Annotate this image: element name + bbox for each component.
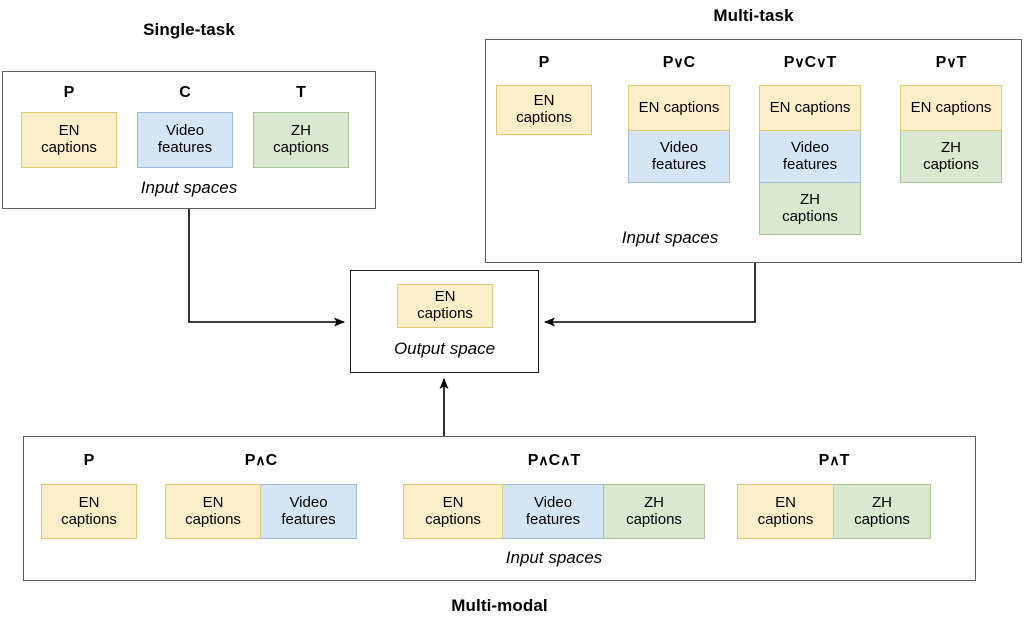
or-operator-icon: ∨ <box>946 54 957 70</box>
multi-modal-pct-chip-en-captions: EN captions <box>403 484 503 539</box>
multi-task-pct-chip-zh-captions: ZH captions <box>759 183 861 235</box>
multi-task-pc-chip-video-features: Video features <box>628 131 730 183</box>
arrow-single-task-to-output <box>188 209 345 327</box>
or-operator-icon: ∨ <box>673 54 684 70</box>
multi-task-pt-chip-zh-captions: ZH captions <box>900 131 1002 183</box>
multi-task-p-chip-en-captions: EN captions <box>496 85 592 135</box>
multi-task-pct-chip-video-features: Video features <box>759 131 861 183</box>
multi-modal-input-spaces-caption: Input spaces <box>505 548 603 567</box>
multi-modal-pc-chip-en-captions: EN captions <box>165 484 261 539</box>
single-task-input-spaces-caption: Input spaces <box>140 178 238 197</box>
single-task-symbol-c: C <box>179 84 191 101</box>
multi-task-symbol-p-or-c-or-t: P∨C∨T <box>783 54 837 71</box>
and-operator-icon: ∧ <box>255 452 266 468</box>
output-space-chip-en-captions: EN captions <box>397 284 493 328</box>
single-task-chip-zh-captions: ZH captions <box>253 112 349 168</box>
and-operator-icon: ∧ <box>538 452 549 468</box>
multi-task-input-spaces-caption: Input spaces <box>621 228 719 247</box>
multi-modal-pt-chip-en-captions: EN captions <box>737 484 834 539</box>
multi-task-pt-chip-en-captions: EN captions <box>900 85 1002 131</box>
multi-task-pc-chip-en-captions: EN captions <box>628 85 730 131</box>
multi-modal-symbol-p-and-t: P∧T <box>818 452 850 469</box>
single-task-chip-en-captions: EN captions <box>21 112 117 168</box>
multi-task-pct-chip-en-captions: EN captions <box>759 85 861 131</box>
and-operator-icon: ∧ <box>560 452 571 468</box>
multi-modal-title: Multi-modal <box>451 596 548 615</box>
multi-modal-pt-chip-zh-captions: ZH captions <box>834 484 931 539</box>
or-operator-icon: ∨ <box>794 54 805 70</box>
multi-task-symbol-p-or-c: P∨C <box>662 54 696 71</box>
multi-modal-symbol-p-and-c-and-t: P∧C∧T <box>527 452 581 469</box>
output-space-caption: Output space <box>393 339 496 358</box>
or-operator-icon: ∨ <box>816 54 827 70</box>
single-task-title: Single-task <box>143 20 235 39</box>
multi-modal-pct-chip-zh-captions: ZH captions <box>604 484 705 539</box>
multi-modal-pc-chip-video-features: Video features <box>261 484 357 539</box>
and-operator-icon: ∧ <box>829 452 840 468</box>
multi-task-symbol-p-or-t: P∨T <box>935 54 967 71</box>
multi-task-title: Multi-task <box>713 6 794 25</box>
single-task-symbol-t: T <box>296 84 306 101</box>
arrow-multi-task-to-output <box>544 263 756 327</box>
single-task-chip-video-features: Video features <box>137 112 233 168</box>
multi-modal-pct-chip-video-features: Video features <box>503 484 604 539</box>
single-task-symbol-p: P <box>63 84 75 101</box>
multi-modal-symbol-p-and-c: P∧C <box>244 452 278 469</box>
multi-task-symbol-p: P <box>538 54 550 71</box>
multi-modal-p-chip-en-captions: EN captions <box>41 484 137 539</box>
multi-modal-symbol-p: P <box>83 452 95 469</box>
